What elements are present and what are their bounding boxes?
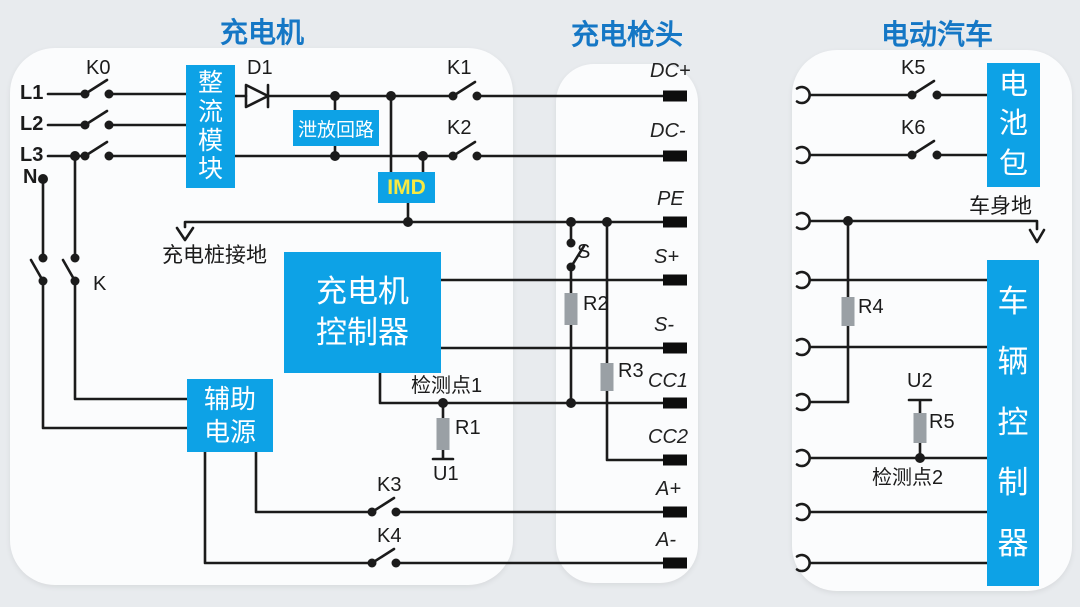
rectifier-module-box: 整 流 模 块 <box>186 65 235 188</box>
label-r1: R1 <box>455 417 481 439</box>
discharge-circuit-box: 泄放回路 <box>293 110 379 146</box>
vehicle-dc-rails <box>808 79 989 160</box>
label-l1: L1 <box>20 82 44 104</box>
label-l3: L3 <box>20 144 44 166</box>
detection-point2-r5 <box>907 398 933 460</box>
terminal-label-a-minus: A- <box>656 529 676 551</box>
resistor-r4 <box>841 297 855 326</box>
resistor-r5 <box>913 413 927 443</box>
ac-input-lines <box>46 78 188 161</box>
charger-controller-box: 充电机 控制器 <box>284 252 441 373</box>
terminal-label-s-plus: S+ <box>654 246 680 268</box>
label-u2: U2 <box>907 370 933 392</box>
label-n: N <box>23 166 38 188</box>
vehicle-r4-branch <box>841 219 855 404</box>
resistor-r1 <box>436 418 450 450</box>
gun-pin-terminals <box>663 90 687 569</box>
contactor-k-branches <box>29 154 189 430</box>
gun-r3-branch <box>600 220 665 462</box>
label-r5: R5 <box>929 411 955 433</box>
label-r3: R3 <box>618 360 644 382</box>
imd-stubs <box>389 94 425 224</box>
label-detection-point2: 检测点2 <box>872 467 944 489</box>
label-k: K <box>93 273 107 295</box>
dc-plus-rail <box>233 80 665 109</box>
label-k3: K3 <box>377 474 402 496</box>
terminal-label-dc-minus: DC- <box>650 120 686 142</box>
label-detection-point1: 检测点1 <box>411 375 483 397</box>
label-r2: R2 <box>583 293 609 315</box>
imd-box: IMD <box>378 172 435 203</box>
terminal-label-pe: PE <box>657 188 684 210</box>
resistor-r3 <box>600 363 614 391</box>
resistor-r2 <box>564 293 578 325</box>
diode-d1 <box>244 83 270 109</box>
section-title-gun: 充电枪头 <box>571 19 684 50</box>
label-u1: U1 <box>433 463 459 485</box>
ground-arrow-body <box>1028 228 1046 244</box>
terminal-label-s-minus: S- <box>654 314 674 336</box>
ground-arrow-pile <box>175 226 195 242</box>
vehicle-inlet-contacts <box>795 85 811 573</box>
label-pile-ground: 充电桩接地 <box>162 244 267 267</box>
terminal-label-cc2: CC2 <box>648 426 689 448</box>
label-k4: K4 <box>377 525 402 547</box>
terminal-label-a-plus: A+ <box>656 478 682 500</box>
aux-output-rails <box>203 450 665 568</box>
label-d1: D1 <box>247 57 273 79</box>
terminal-label-dc-plus: DC+ <box>650 60 691 82</box>
pe-rail <box>175 217 665 242</box>
battery-pack-box: 电 池 包 <box>987 63 1040 187</box>
aux-power-box: 辅助 电源 <box>187 379 273 452</box>
terminal-label-cc1: CC1 <box>648 370 689 392</box>
label-k6: K6 <box>901 117 926 139</box>
label-body-ground: 车身地 <box>969 195 1032 218</box>
vehicle-pe-rail <box>808 216 1046 244</box>
label-r4: R4 <box>858 296 884 318</box>
vehicle-controller-box: 车 辆 控 制 器 <box>987 260 1039 586</box>
detection-point1-r1 <box>431 401 455 461</box>
label-k5: K5 <box>901 57 926 79</box>
gun-s-r2-branch <box>564 220 586 405</box>
vehicle-signal-rails <box>808 278 989 565</box>
label-k1: K1 <box>447 57 472 79</box>
label-s: S <box>577 241 591 263</box>
label-k2: K2 <box>447 117 472 139</box>
switch-k-levers <box>29 258 77 283</box>
section-title-vehicle: 电动汽车 <box>881 19 994 50</box>
label-l2: L2 <box>20 113 44 135</box>
section-title-charger: 充电机 <box>220 17 305 48</box>
label-k0: K0 <box>86 57 111 79</box>
